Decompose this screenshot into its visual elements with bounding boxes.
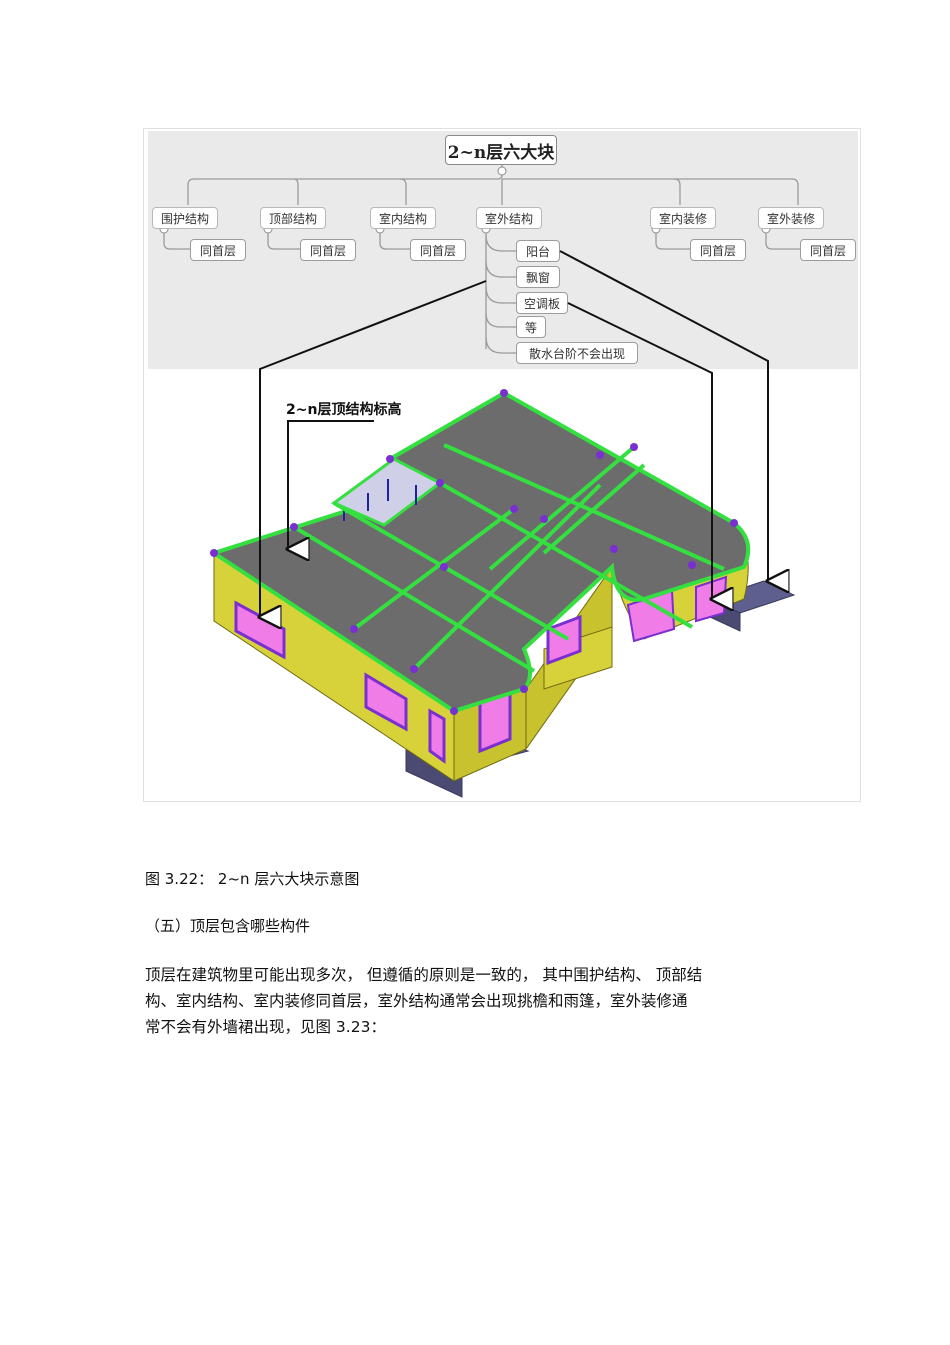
category-outdoor-finish: 室外装修: [758, 207, 824, 229]
category-indoor-finish: 室内装修: [650, 207, 716, 229]
outdoor-item-not-appear: 散水台阶不会出现: [516, 342, 638, 364]
same-as-first-node: 同首层: [300, 239, 356, 261]
roof-slab: [209, 390, 751, 714]
same-as-first-node: 同首层: [800, 239, 856, 261]
windows: [234, 600, 582, 764]
figure-caption: 图 3.22： 2~n 层六大块示意图: [145, 870, 360, 888]
paragraph-line: 常不会有外墙裙出现，见图 3.23：: [145, 1018, 386, 1036]
mindmap-root-node: 2~n层六大块: [445, 135, 557, 165]
figure-3-22: 2~n层六大块 围护结构 顶部结构 室内结构 室外结构 室内装修 室外装修 同首…: [143, 128, 861, 802]
building-model: [209, 250, 796, 798]
elevation-label: 2~n层顶结构标高: [286, 402, 402, 418]
category-top-structure: 顶部结构: [260, 207, 326, 229]
paragraph-line: 顶层在建筑物里可能出现多次， 但遵循的原则是一致的， 其中围护结构、 顶部结: [145, 966, 703, 984]
paragraph-line: 构、室内结构、室内装修同首层，室外结构通常会出现挑檐和雨篷，室外装修通: [145, 992, 688, 1010]
category-enclosure: 围护结构: [152, 207, 218, 229]
column-nodes: [210, 389, 738, 715]
body-paragraph: 顶层在建筑物里可能出现多次， 但遵循的原则是一致的， 其中围护结构、 顶部结 构…: [145, 962, 815, 1040]
outdoor-item-ac-board: 空调板: [516, 292, 568, 314]
pointer-arrows: [260, 250, 768, 617]
same-as-first-node: 同首层: [690, 239, 746, 261]
section-heading: （五）顶层包含哪些构件: [145, 917, 311, 935]
same-as-first-node: 同首层: [190, 239, 246, 261]
same-as-first-node: 同首层: [410, 239, 466, 261]
outdoor-item-bay-window: 飘窗: [516, 266, 560, 288]
roof-beams: [292, 443, 725, 673]
outdoor-item-etc: 等: [516, 316, 546, 338]
outdoor-item-balcony: 阳台: [516, 240, 560, 262]
root-label: 2~n层六大块: [447, 142, 555, 163]
category-outdoor-structure: 室外结构: [476, 207, 542, 229]
category-indoor-structure: 室内结构: [370, 207, 436, 229]
